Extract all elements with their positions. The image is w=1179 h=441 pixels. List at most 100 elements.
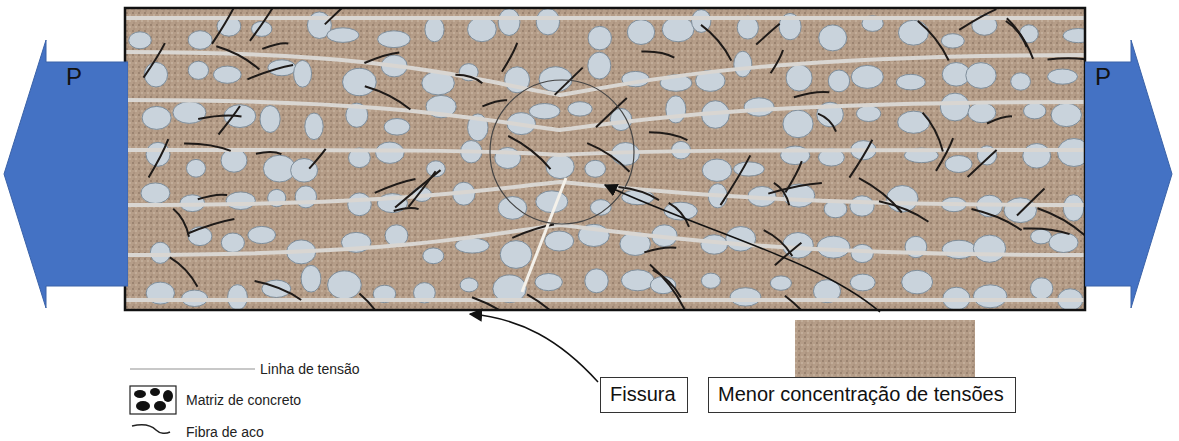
steel-fibers [144, 8, 1086, 310]
aggregate [150, 242, 170, 263]
legend-matrix-blobs [134, 388, 173, 411]
steel-fiber [527, 294, 572, 310]
aggregate [187, 159, 206, 177]
steel-fiber [309, 149, 326, 169]
steel-fiber [650, 265, 685, 310]
steel-fiber [972, 209, 1022, 230]
aggregate [1058, 139, 1086, 167]
detail-circle [490, 80, 634, 224]
steel-fiber [472, 297, 522, 310]
steel-fiber [987, 116, 1012, 123]
load-arrow: P [1085, 40, 1175, 308]
steel-fiber [170, 257, 198, 287]
steel-fiber [149, 139, 169, 177]
aggregate [770, 276, 791, 290]
aggregate [851, 244, 873, 262]
steel-fiber [364, 52, 399, 63]
load-label: P [1095, 64, 1111, 90]
steel-fiber [508, 136, 550, 169]
aggregate [529, 104, 560, 119]
label-box: Fissura [600, 377, 688, 413]
aggregate [226, 192, 255, 210]
aggregate [1023, 103, 1045, 119]
aggregate [702, 159, 731, 181]
steel-fiber [587, 143, 629, 172]
steel-fiber [649, 132, 687, 140]
legend-line-sample [130, 368, 255, 370]
aggregate [221, 149, 247, 173]
steel-fiber [1006, 21, 1027, 47]
legend-fiber-sample [132, 425, 170, 434]
aggregate [585, 160, 606, 177]
aggregate [327, 28, 359, 43]
aggregate [692, 10, 711, 33]
steel-fiber [247, 65, 293, 79]
steel-fiber [818, 114, 836, 132]
steel-fiber [968, 150, 997, 177]
steel-fiber [256, 152, 282, 154]
steel-fiber [198, 195, 227, 200]
aggregate [744, 98, 774, 116]
block-outline [125, 8, 1085, 310]
aggregate [228, 285, 248, 310]
aggregate [539, 67, 572, 92]
aggregate [291, 159, 318, 183]
steel-fiber [219, 106, 241, 135]
steel-fiber [756, 24, 780, 45]
aggregate [940, 93, 969, 121]
aggregate [468, 17, 497, 42]
aggregate [378, 31, 411, 48]
aggregate [294, 60, 312, 87]
aggregate [968, 103, 996, 123]
aggregate [896, 74, 925, 90]
aggregate [783, 110, 813, 138]
aggregate [295, 186, 316, 208]
steel-fiber [644, 247, 676, 252]
steel-fiber [879, 201, 928, 221]
aggregate [142, 106, 171, 129]
aggregate [851, 65, 883, 88]
steel-fiber [1017, 189, 1045, 216]
aggregate [1023, 144, 1051, 169]
legend-text: Linha de tensão [260, 361, 360, 377]
aggregate [141, 183, 170, 204]
aggregate [701, 273, 720, 288]
aggregate [188, 61, 208, 79]
aggregate [585, 269, 608, 293]
steel-fiber [216, 46, 259, 69]
aggregate [221, 233, 244, 252]
aggregate [945, 156, 972, 173]
aggregate [425, 17, 444, 42]
steel-fiber [365, 86, 411, 109]
aggregate [248, 226, 276, 243]
aggregate [817, 236, 850, 258]
steel-fiber [375, 179, 416, 193]
steel-fiber [774, 183, 789, 205]
leader-line [605, 185, 880, 312]
steel-fiber [212, 8, 235, 44]
aggregate [856, 106, 880, 122]
steel-fiber [775, 243, 802, 266]
steel-fiber [198, 115, 241, 119]
aggregate [129, 32, 152, 49]
aggregate [734, 162, 765, 176]
steel-fiber [768, 183, 822, 194]
box-label: Fissura [610, 382, 678, 406]
aggregate [498, 197, 527, 220]
aggregate [828, 70, 849, 92]
aggregate [348, 193, 372, 216]
load-label: P [66, 64, 82, 90]
aggregate [460, 278, 478, 292]
steel-fiber [669, 203, 689, 227]
steel-fiber [859, 178, 902, 212]
box-label: Menor concentração de tensões [718, 382, 1006, 406]
steel-fiber [794, 92, 829, 97]
aggregate [588, 52, 611, 79]
steel-fiber [455, 75, 482, 83]
steel-fiber [555, 68, 583, 95]
aggregate [734, 51, 752, 77]
aggregate [621, 270, 654, 291]
aggregate [1049, 233, 1078, 253]
steel-fiber [250, 8, 274, 41]
